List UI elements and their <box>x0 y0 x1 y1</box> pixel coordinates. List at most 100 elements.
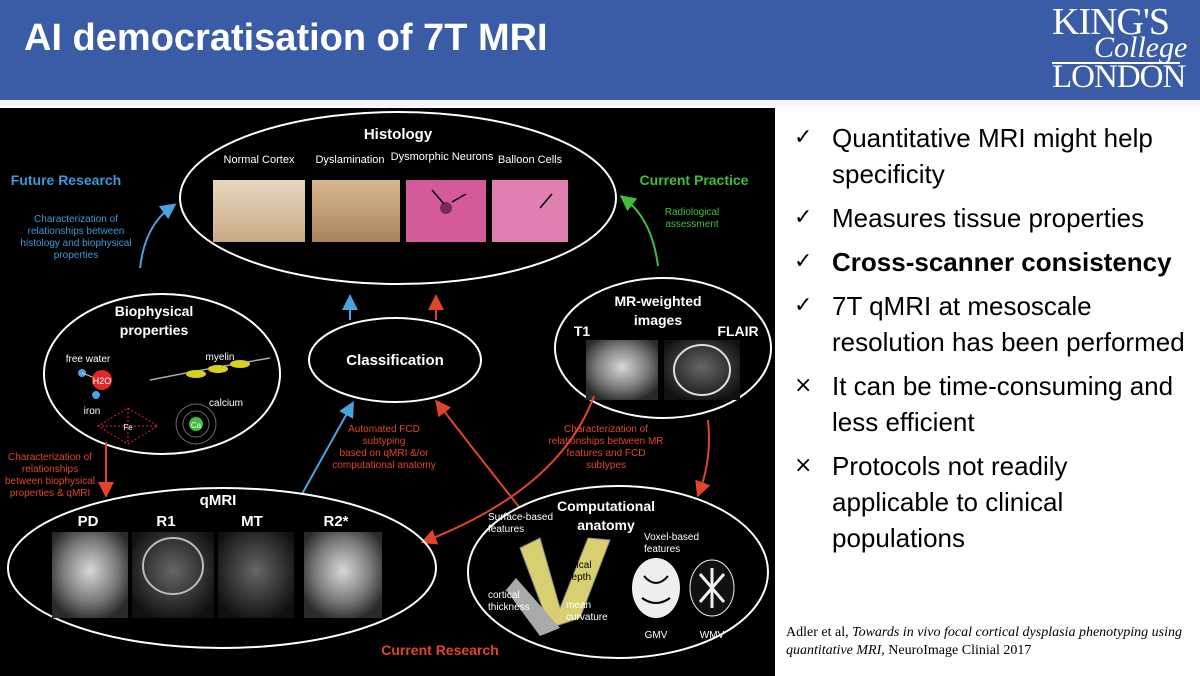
future-research-desc-3: histology and biophysical <box>20 238 131 249</box>
current-practice-desc-1: Radiological <box>665 207 719 218</box>
citation-paper: Towards in vivo focal cortical dysplasia… <box>786 625 1182 658</box>
h2o-atom-small-2 <box>92 391 100 399</box>
bullet-item: ✓ Cross-scanner consistency <box>790 244 1190 280</box>
iron-label: iron <box>84 406 101 417</box>
histology-label-dysmorphic-neurons: Dysmorphic Neurons <box>391 151 494 163</box>
surface-label-2: features <box>488 524 524 535</box>
cortex-surface-shadow <box>506 578 560 636</box>
qmri-map-r2star <box>304 532 382 618</box>
bullet-item: ✓ Measures tissue properties <box>790 200 1190 236</box>
qmri-map-label-r2star: R2* <box>323 513 348 530</box>
cross-icon: × <box>794 453 813 478</box>
mr-to-qmri-arrow <box>420 395 595 545</box>
left-desc-4: properties & qMRI <box>10 488 91 499</box>
diagram-canvas: Histology Normal Cortex Dyslamination Dy… <box>5 111 772 659</box>
voxel-label-2: features <box>644 544 680 555</box>
check-icon: ✓ <box>794 205 813 230</box>
future-research-desc-4: properties <box>54 250 98 261</box>
myelin-segment-3 <box>230 360 250 368</box>
h2o-molecule <box>92 370 112 390</box>
kings-college-london-logo: KING'S College LONDON <box>1046 2 1192 94</box>
ca-label: Ca <box>191 421 202 430</box>
gmv-brain-folds <box>641 575 671 604</box>
histology-label-dyslamination: Dyslamination <box>315 154 384 166</box>
histology-image-dyslamination <box>312 180 400 242</box>
sulcal-label-1: sulcal <box>566 560 592 571</box>
gmv-label: GMV <box>645 630 668 641</box>
cortical-label-1: cortical <box>488 590 520 601</box>
neuron-cell <box>440 202 452 214</box>
bullet-item: ✓ 7T qMRI at mesoscale resolution has be… <box>790 288 1190 360</box>
logo-line-1: KING'S <box>1052 1 1170 43</box>
citation-authors: Adler et al, <box>786 625 849 640</box>
title-strip <box>0 100 1200 106</box>
current-research-label: Current Research <box>381 642 499 658</box>
cross-icon: × <box>794 373 813 398</box>
comp-anatomy-title-2: anatomy <box>577 517 635 533</box>
current-practice-arrow <box>619 195 659 267</box>
right-desc-1: Characterization of <box>564 424 648 435</box>
slide-title: AI democratisation of 7T MRI <box>24 17 548 59</box>
fe-label: Fe <box>123 423 133 432</box>
h2o-label: H2O <box>93 376 112 386</box>
gmv-brain <box>632 558 680 618</box>
center-desc-1: Automated FCD <box>348 424 420 435</box>
bullet-item: × Protocols not readily applicable to cl… <box>790 448 1190 556</box>
mr-to-comp-anatomy-arrow <box>695 419 711 498</box>
bullet-item: × It can be time-consuming and less effi… <box>790 368 1190 440</box>
curvature-label-2: curvature <box>566 612 608 623</box>
t1-label: T1 <box>574 323 591 339</box>
qmri-title: qMRI <box>200 492 237 509</box>
wmv-brain-white-matter <box>698 568 726 608</box>
iron-lattice <box>97 407 159 445</box>
balloon-arrow <box>539 193 553 209</box>
qmri-to-classification-arrow <box>301 401 354 495</box>
calcium-nucleus <box>189 417 203 431</box>
flair-image-brain <box>673 344 731 396</box>
qmri-map-label-pd: PD <box>78 513 99 530</box>
future-research-label: Future Research <box>11 172 121 188</box>
bullet-text: Quantitative MRI might help specificity <box>832 123 1153 189</box>
cortical-label-2: thickness <box>488 602 530 613</box>
histology-label-balloon-cells: Balloon Cells <box>498 154 563 166</box>
bullet-list: ✓ Quantitative MRI might help specificit… <box>790 120 1190 564</box>
qmri-map-pd <box>52 532 128 618</box>
myelin-segment-1 <box>186 370 206 378</box>
histology-ellipse <box>179 111 617 285</box>
voxel-label-1: Voxel-based <box>644 532 699 543</box>
neuron-arrow-1 <box>431 189 445 205</box>
qmri-map-r1-brain <box>142 537 204 595</box>
check-icon: ✓ <box>794 249 813 274</box>
classification-ellipse <box>308 317 482 403</box>
neuron-arrow-2 <box>451 193 467 203</box>
citation: Adler et al, Towards in vivo focal corti… <box>786 624 1196 660</box>
center-desc-2: subtyping <box>363 436 406 447</box>
histology-label-normal-cortex: Normal Cortex <box>224 154 295 166</box>
bullet-text: It can be time-consuming and less effici… <box>832 371 1174 437</box>
logo-line-2: College <box>1094 31 1188 64</box>
bullet-text: Cross-scanner consistency <box>832 247 1172 277</box>
calcium-orbit-outer <box>175 403 217 445</box>
future-research-arrow <box>139 203 177 269</box>
t1-image <box>586 340 658 400</box>
left-desc-2: relationships <box>22 464 78 475</box>
histology-image-balloon-cells <box>492 180 568 242</box>
comp-anatomy-to-classification-arrow <box>435 399 521 509</box>
surface-label-1: Surface-based <box>488 512 553 523</box>
mr-weighted-title-1: MR-weighted <box>614 293 701 309</box>
mr-weighted-ellipse <box>554 277 772 419</box>
wmv-label: WMV <box>700 630 725 641</box>
sulcal-label-2: depth <box>566 572 591 583</box>
title-bar <box>0 0 1200 100</box>
qmri-map-r1 <box>132 532 214 618</box>
logo-line-3: LONDON <box>1052 59 1186 95</box>
qmri-map-label-mt: MT <box>241 513 263 530</box>
histology-image-normal-cortex <box>213 180 305 242</box>
center-desc-3: based on qMRI &/or <box>340 448 430 459</box>
bullet-text: 7T qMRI at mesoscale resolution has been… <box>832 291 1185 357</box>
flair-image <box>664 340 740 400</box>
curvature-label-1: mean <box>566 600 591 611</box>
right-desc-2: relationships between MR <box>548 436 663 447</box>
myelin-segment-2 <box>208 365 228 373</box>
myelin-label: myelin <box>206 352 235 363</box>
